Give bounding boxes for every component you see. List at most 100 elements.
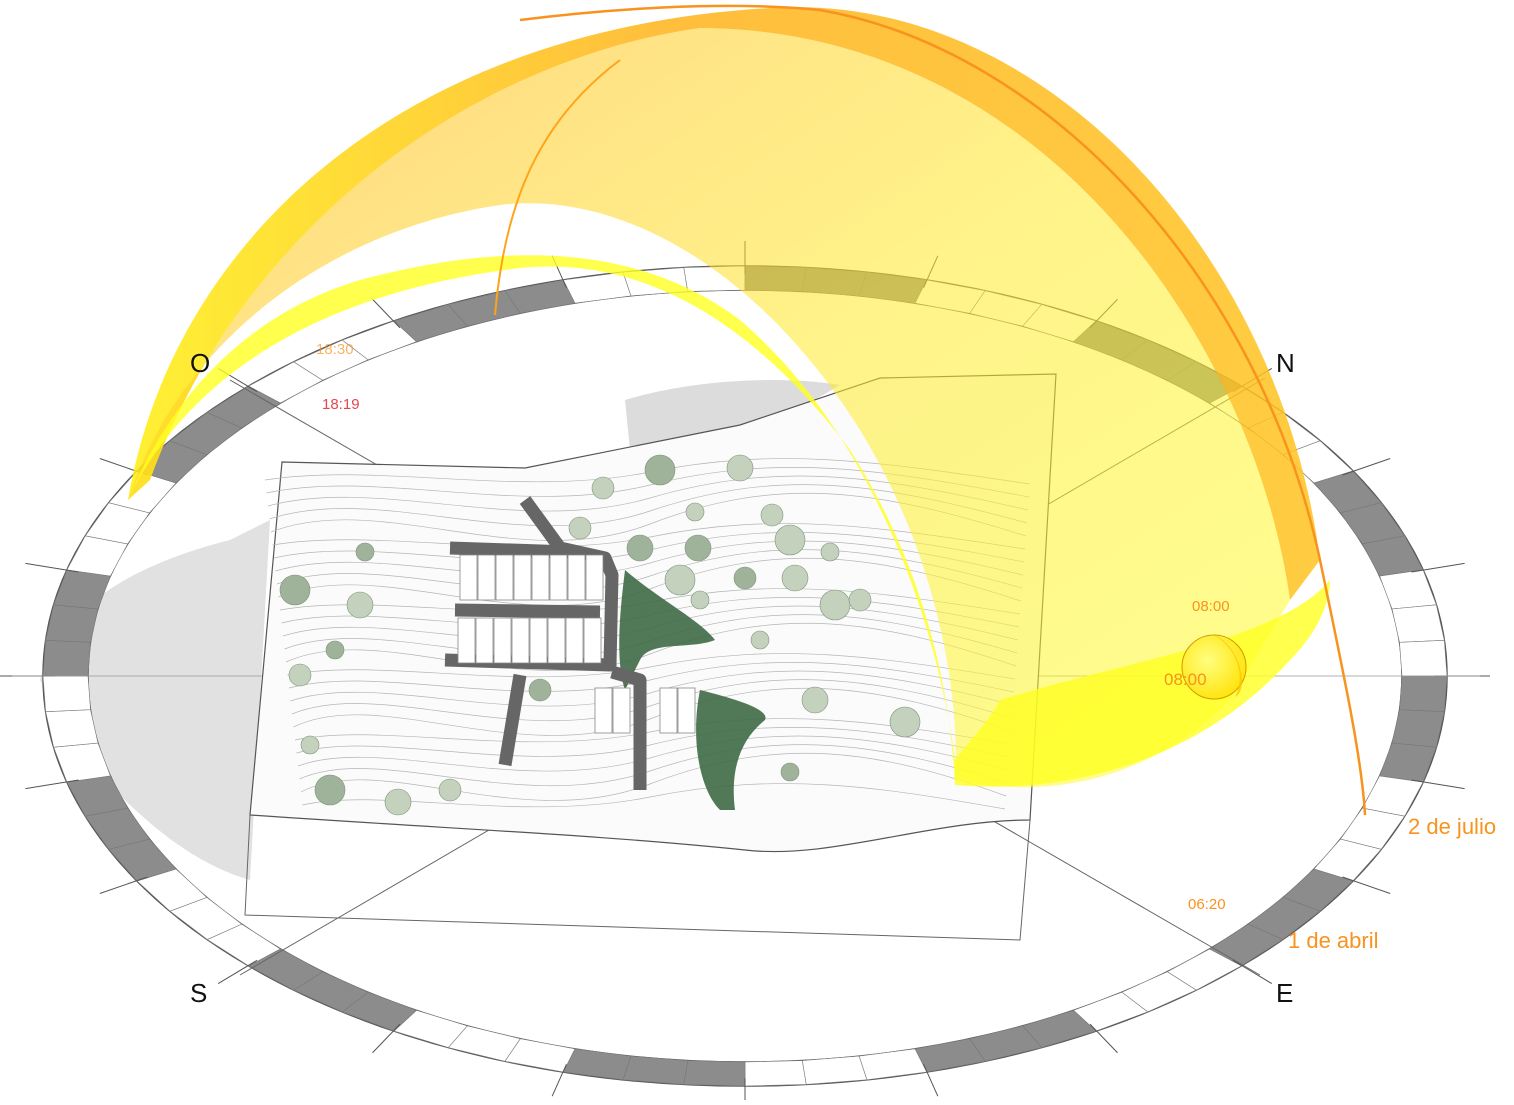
buildings <box>457 554 696 734</box>
sunset-summer-time: 18:30 <box>316 341 354 358</box>
horizon-ring-ticks <box>0 241 1490 1105</box>
sun-icon-shade <box>1214 635 1243 697</box>
ring-tick <box>372 1023 401 1054</box>
sun-path-july-arc <box>519 4 1367 816</box>
ring-segment <box>1399 639 1448 677</box>
ring-segment <box>42 639 91 677</box>
ring-segment <box>1391 709 1445 748</box>
vegetation-area-upper <box>619 570 715 690</box>
tree <box>690 590 710 610</box>
ring-segment <box>744 1060 807 1087</box>
vegetation-area-lower <box>696 690 766 810</box>
tree <box>819 589 851 621</box>
compass-south-label: S <box>190 978 208 1008</box>
compass-west-label: O <box>190 348 211 378</box>
ring-segment <box>622 1055 689 1085</box>
contour-line <box>285 622 1017 671</box>
contour-line <box>272 523 1026 550</box>
building <box>529 617 548 664</box>
sun-path-inner-band <box>128 28 1290 788</box>
ring-segment <box>683 1060 746 1087</box>
ring-tick <box>1411 562 1465 573</box>
tree <box>300 735 320 755</box>
date-label-april: 1 de abril <box>1288 928 1379 953</box>
tree <box>438 778 462 802</box>
building <box>495 554 514 601</box>
sun-path-july-arc-west <box>494 59 621 316</box>
building <box>585 554 604 601</box>
building <box>594 687 613 734</box>
tree <box>684 534 712 562</box>
ring-segment <box>1379 569 1437 610</box>
building <box>511 617 530 664</box>
site-plan <box>244 373 1057 941</box>
building <box>612 687 631 734</box>
ring-tick <box>99 876 148 894</box>
road-network <box>444 496 647 790</box>
ring-segment <box>562 271 632 304</box>
tree <box>733 566 757 590</box>
contour-line <box>291 679 1013 722</box>
tree <box>726 454 754 482</box>
tree <box>346 591 374 619</box>
morning-time-lower: 08:00 <box>1164 670 1207 689</box>
site-base-front <box>244 814 1031 941</box>
compass-north-label: N <box>1276 348 1295 378</box>
building <box>457 617 476 664</box>
contour-line <box>293 687 1012 736</box>
contour-line <box>288 661 1015 693</box>
contour-line <box>276 549 1023 592</box>
tree <box>685 502 705 522</box>
tree <box>279 574 311 606</box>
tree <box>664 564 696 596</box>
tree <box>568 516 592 540</box>
terrain-shadow-north <box>625 380 840 450</box>
contour-line <box>270 492 1027 541</box>
ring-tick <box>1342 458 1391 476</box>
tree <box>528 678 552 702</box>
ring-tick <box>25 779 79 790</box>
ring-segment <box>1391 604 1445 643</box>
ring-tick <box>217 959 258 985</box>
ring-tick <box>1411 779 1465 790</box>
tree <box>760 503 784 527</box>
building <box>513 554 532 601</box>
tree <box>314 774 346 806</box>
contour-line <box>287 653 1016 680</box>
ring-segment <box>45 604 99 643</box>
ring-tick <box>923 1064 939 1097</box>
building <box>549 554 568 601</box>
morning-time-upper: 08:00 <box>1192 598 1230 615</box>
ring-tick <box>1232 959 1273 985</box>
ring-tick <box>551 1064 567 1097</box>
building <box>565 617 584 664</box>
trees <box>279 454 921 816</box>
tree <box>774 524 806 556</box>
ring-segment <box>45 709 99 748</box>
building <box>547 617 566 664</box>
ring-segment <box>1399 675 1448 713</box>
contour-line <box>278 557 1022 606</box>
ring-segment <box>42 675 91 713</box>
contour-line <box>297 735 1009 772</box>
tree <box>780 762 800 782</box>
tree <box>889 706 921 738</box>
building <box>567 554 586 601</box>
ring-tick <box>25 562 79 573</box>
building <box>459 554 478 601</box>
tree <box>325 640 345 660</box>
ring-segment <box>858 1048 928 1081</box>
tree <box>626 534 654 562</box>
ring-tick <box>1342 876 1391 894</box>
building <box>531 554 550 601</box>
contour-line <box>299 744 1008 787</box>
ring-tick <box>372 298 401 329</box>
building <box>493 617 512 664</box>
tree <box>384 788 412 816</box>
tree <box>288 663 312 687</box>
date-label-july: 2 de julio <box>1408 814 1497 839</box>
contour-line <box>300 752 1007 801</box>
building <box>677 687 696 734</box>
